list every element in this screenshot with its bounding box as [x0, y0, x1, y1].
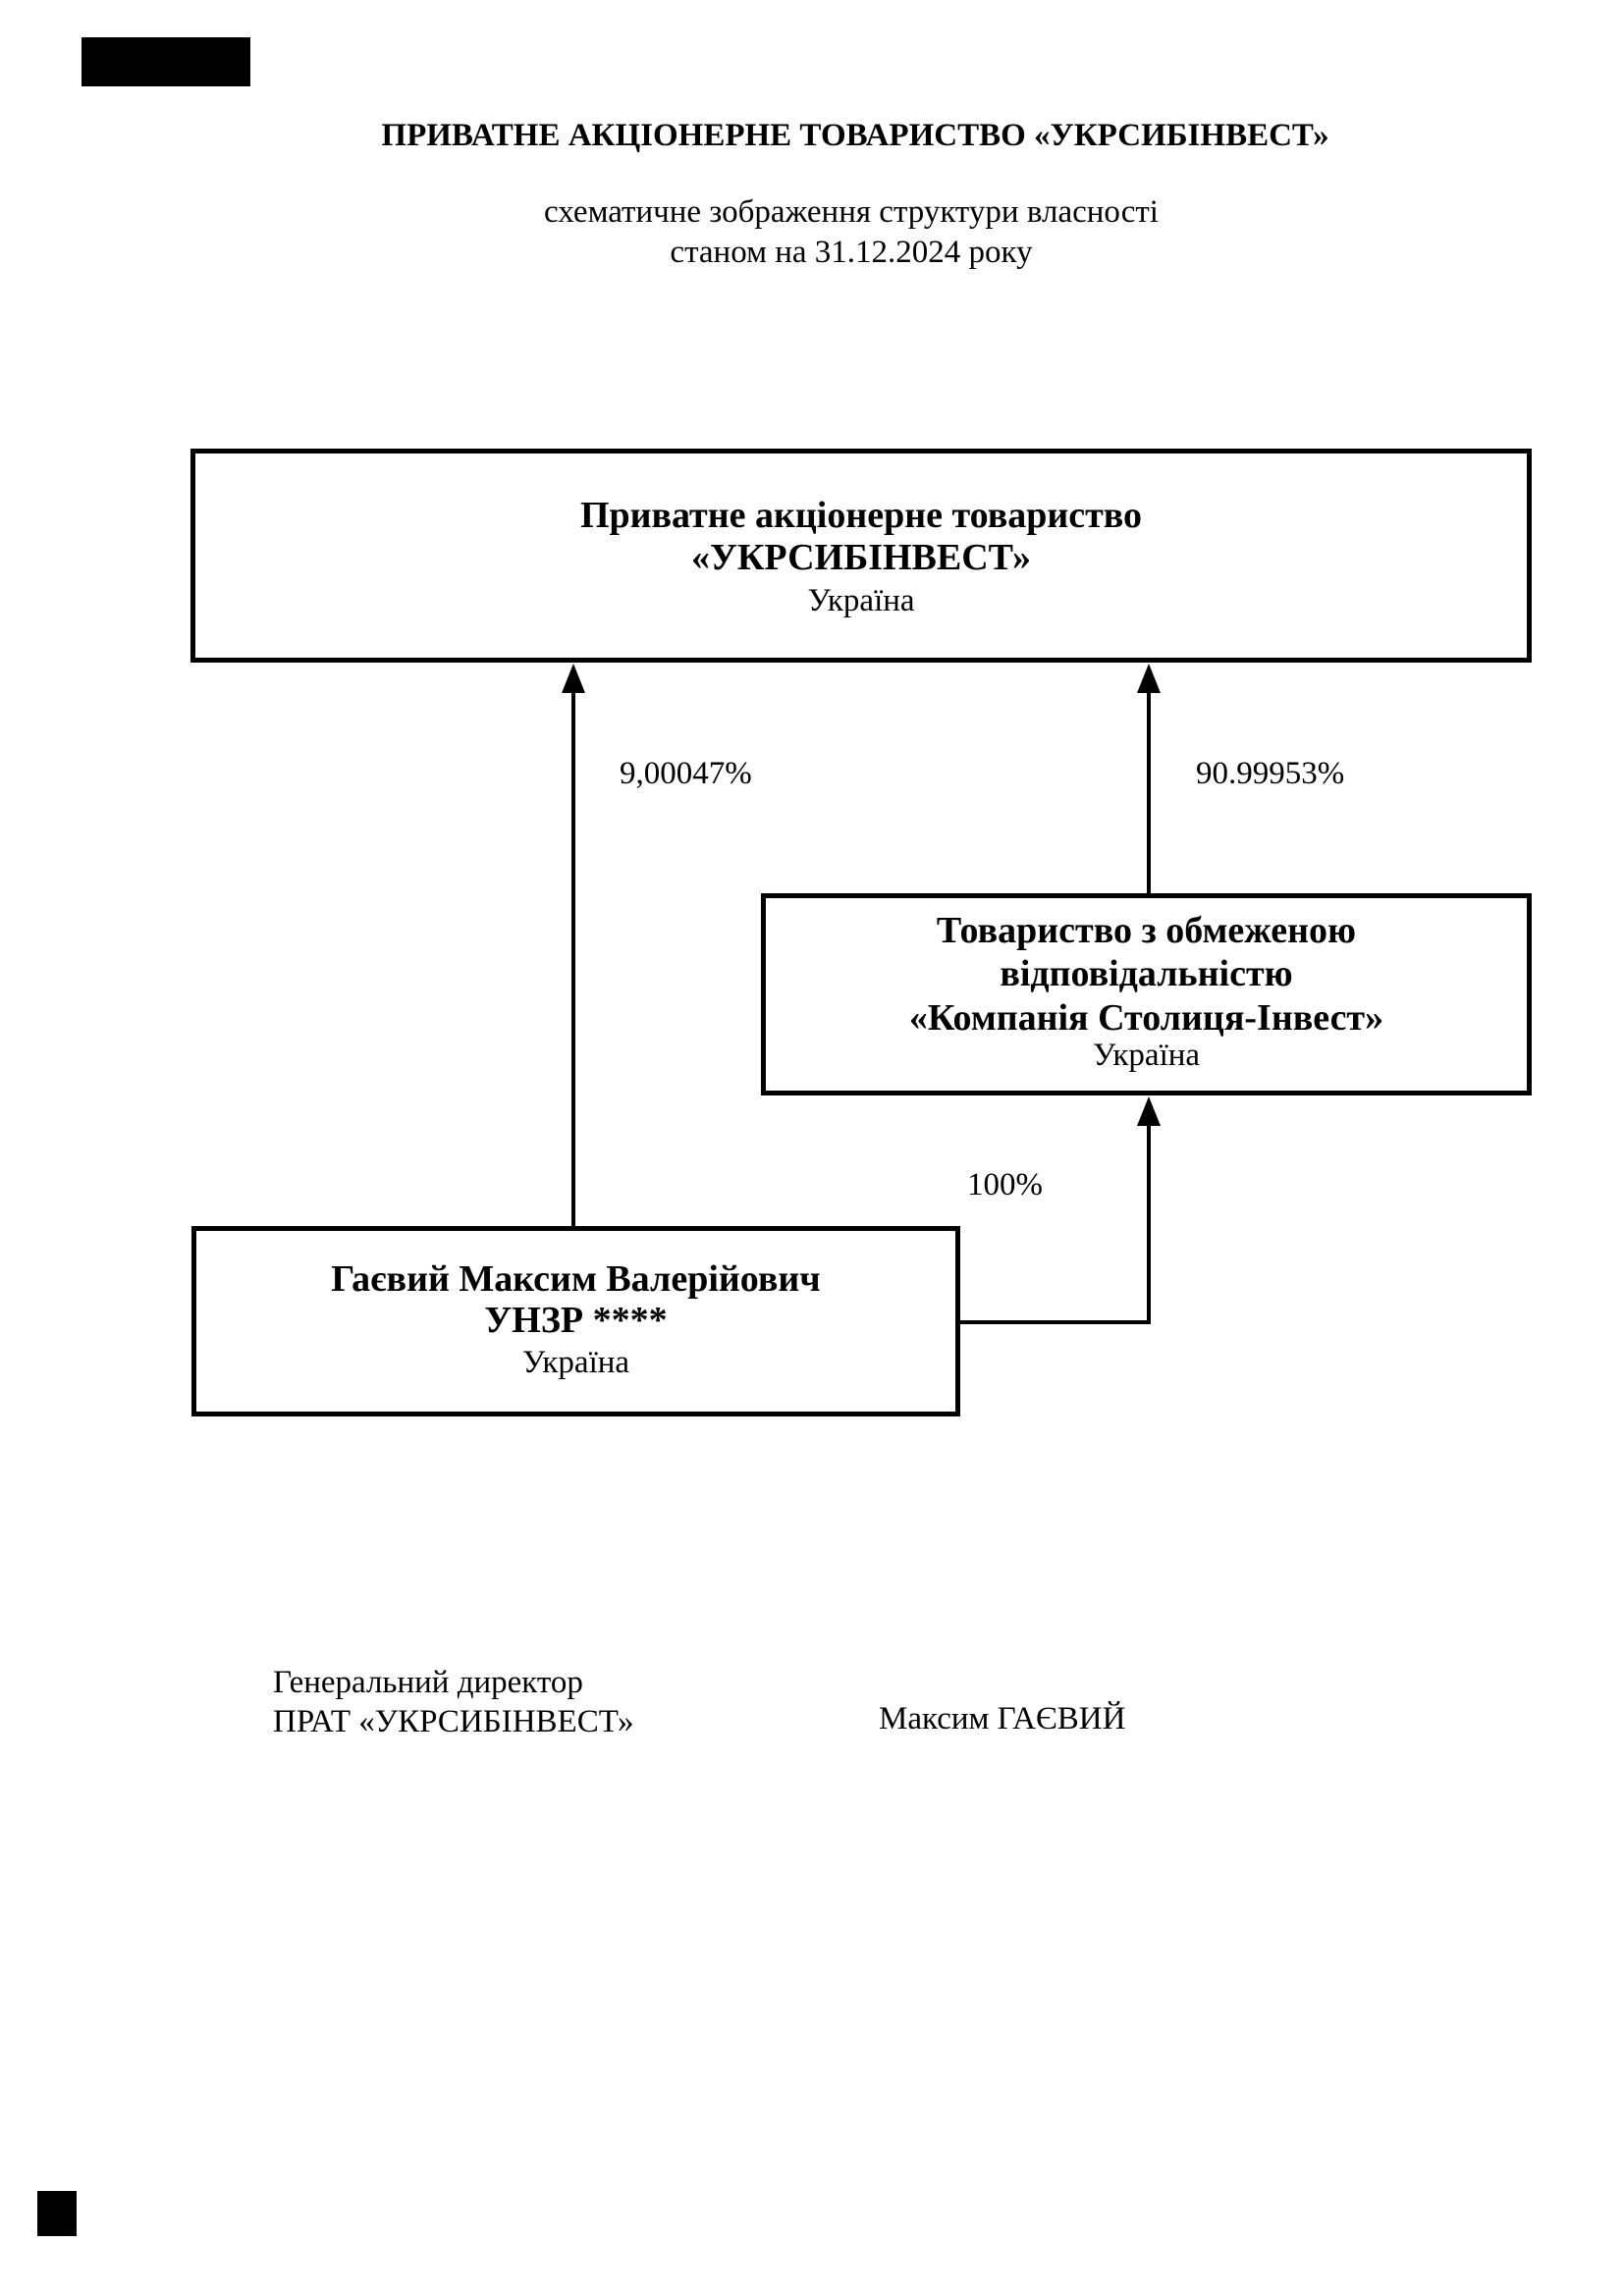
arrow-up-head-person-to-company — [562, 664, 585, 693]
page-title: ПРИВАТНЕ АКЦІОНЕРНЕ ТОВАРИСТВО «УКРСИБІН… — [381, 118, 1329, 153]
arrow-line-person-to-company — [571, 690, 575, 1226]
company-box: Приватне акціонерне товариство «УКРСИБІН… — [190, 449, 1532, 663]
company-country: Україна — [807, 583, 915, 618]
llc-name-line2: відповідальністю — [1000, 953, 1293, 994]
arrow-up-head-person-to-llc — [1137, 1096, 1161, 1126]
arrow-line-llc-to-company — [1147, 690, 1151, 893]
llc-name-line3: «Компанія Столиця-Інвест» — [908, 997, 1384, 1039]
signature-position-line2: ПРАТ «УКРСИБІНВЕСТ» — [273, 1704, 634, 1739]
company-name-line2: «УКРСИБІНВЕСТ» — [690, 537, 1032, 578]
page-subtitle-line1: схематичне зображення структури власност… — [544, 194, 1159, 230]
person-id-line: УНЗР **** — [484, 1300, 668, 1341]
percent-label-person-to-llc: 100% — [967, 1167, 1043, 1202]
arrow-up-head-llc-to-company — [1137, 664, 1161, 693]
signature-position-line1: Генеральний директор — [273, 1665, 583, 1700]
percent-label-llc-to-company: 90.99953% — [1196, 756, 1345, 791]
arrow-line-person-to-llc — [1147, 1124, 1151, 1324]
page-subtitle-line2: станом на 31.12.2024 року — [670, 235, 1033, 270]
person-box: Гаєвий Максим Валерійович УНЗР **** Укра… — [191, 1226, 960, 1416]
percent-label-person-to-company: 9,00047% — [620, 756, 752, 791]
company-name-line1: Приватне акціонерне товариство — [579, 495, 1143, 536]
scan-artifact-bottom-left — [37, 2191, 77, 2236]
llc-box: Товариство з обмеженою відповідальністю … — [761, 893, 1532, 1095]
llc-name-line1: Товариство з обмеженою — [936, 910, 1357, 951]
arrow-elbow-person-to-llc — [959, 1320, 1151, 1324]
signature-name: Максим ГАЄВИЙ — [879, 1701, 1126, 1736]
person-name: Гаєвий Максим Валерійович — [331, 1258, 821, 1300]
person-country: Україна — [521, 1345, 630, 1380]
llc-country: Україна — [1092, 1038, 1201, 1073]
scan-artifact-top-left — [81, 37, 250, 86]
